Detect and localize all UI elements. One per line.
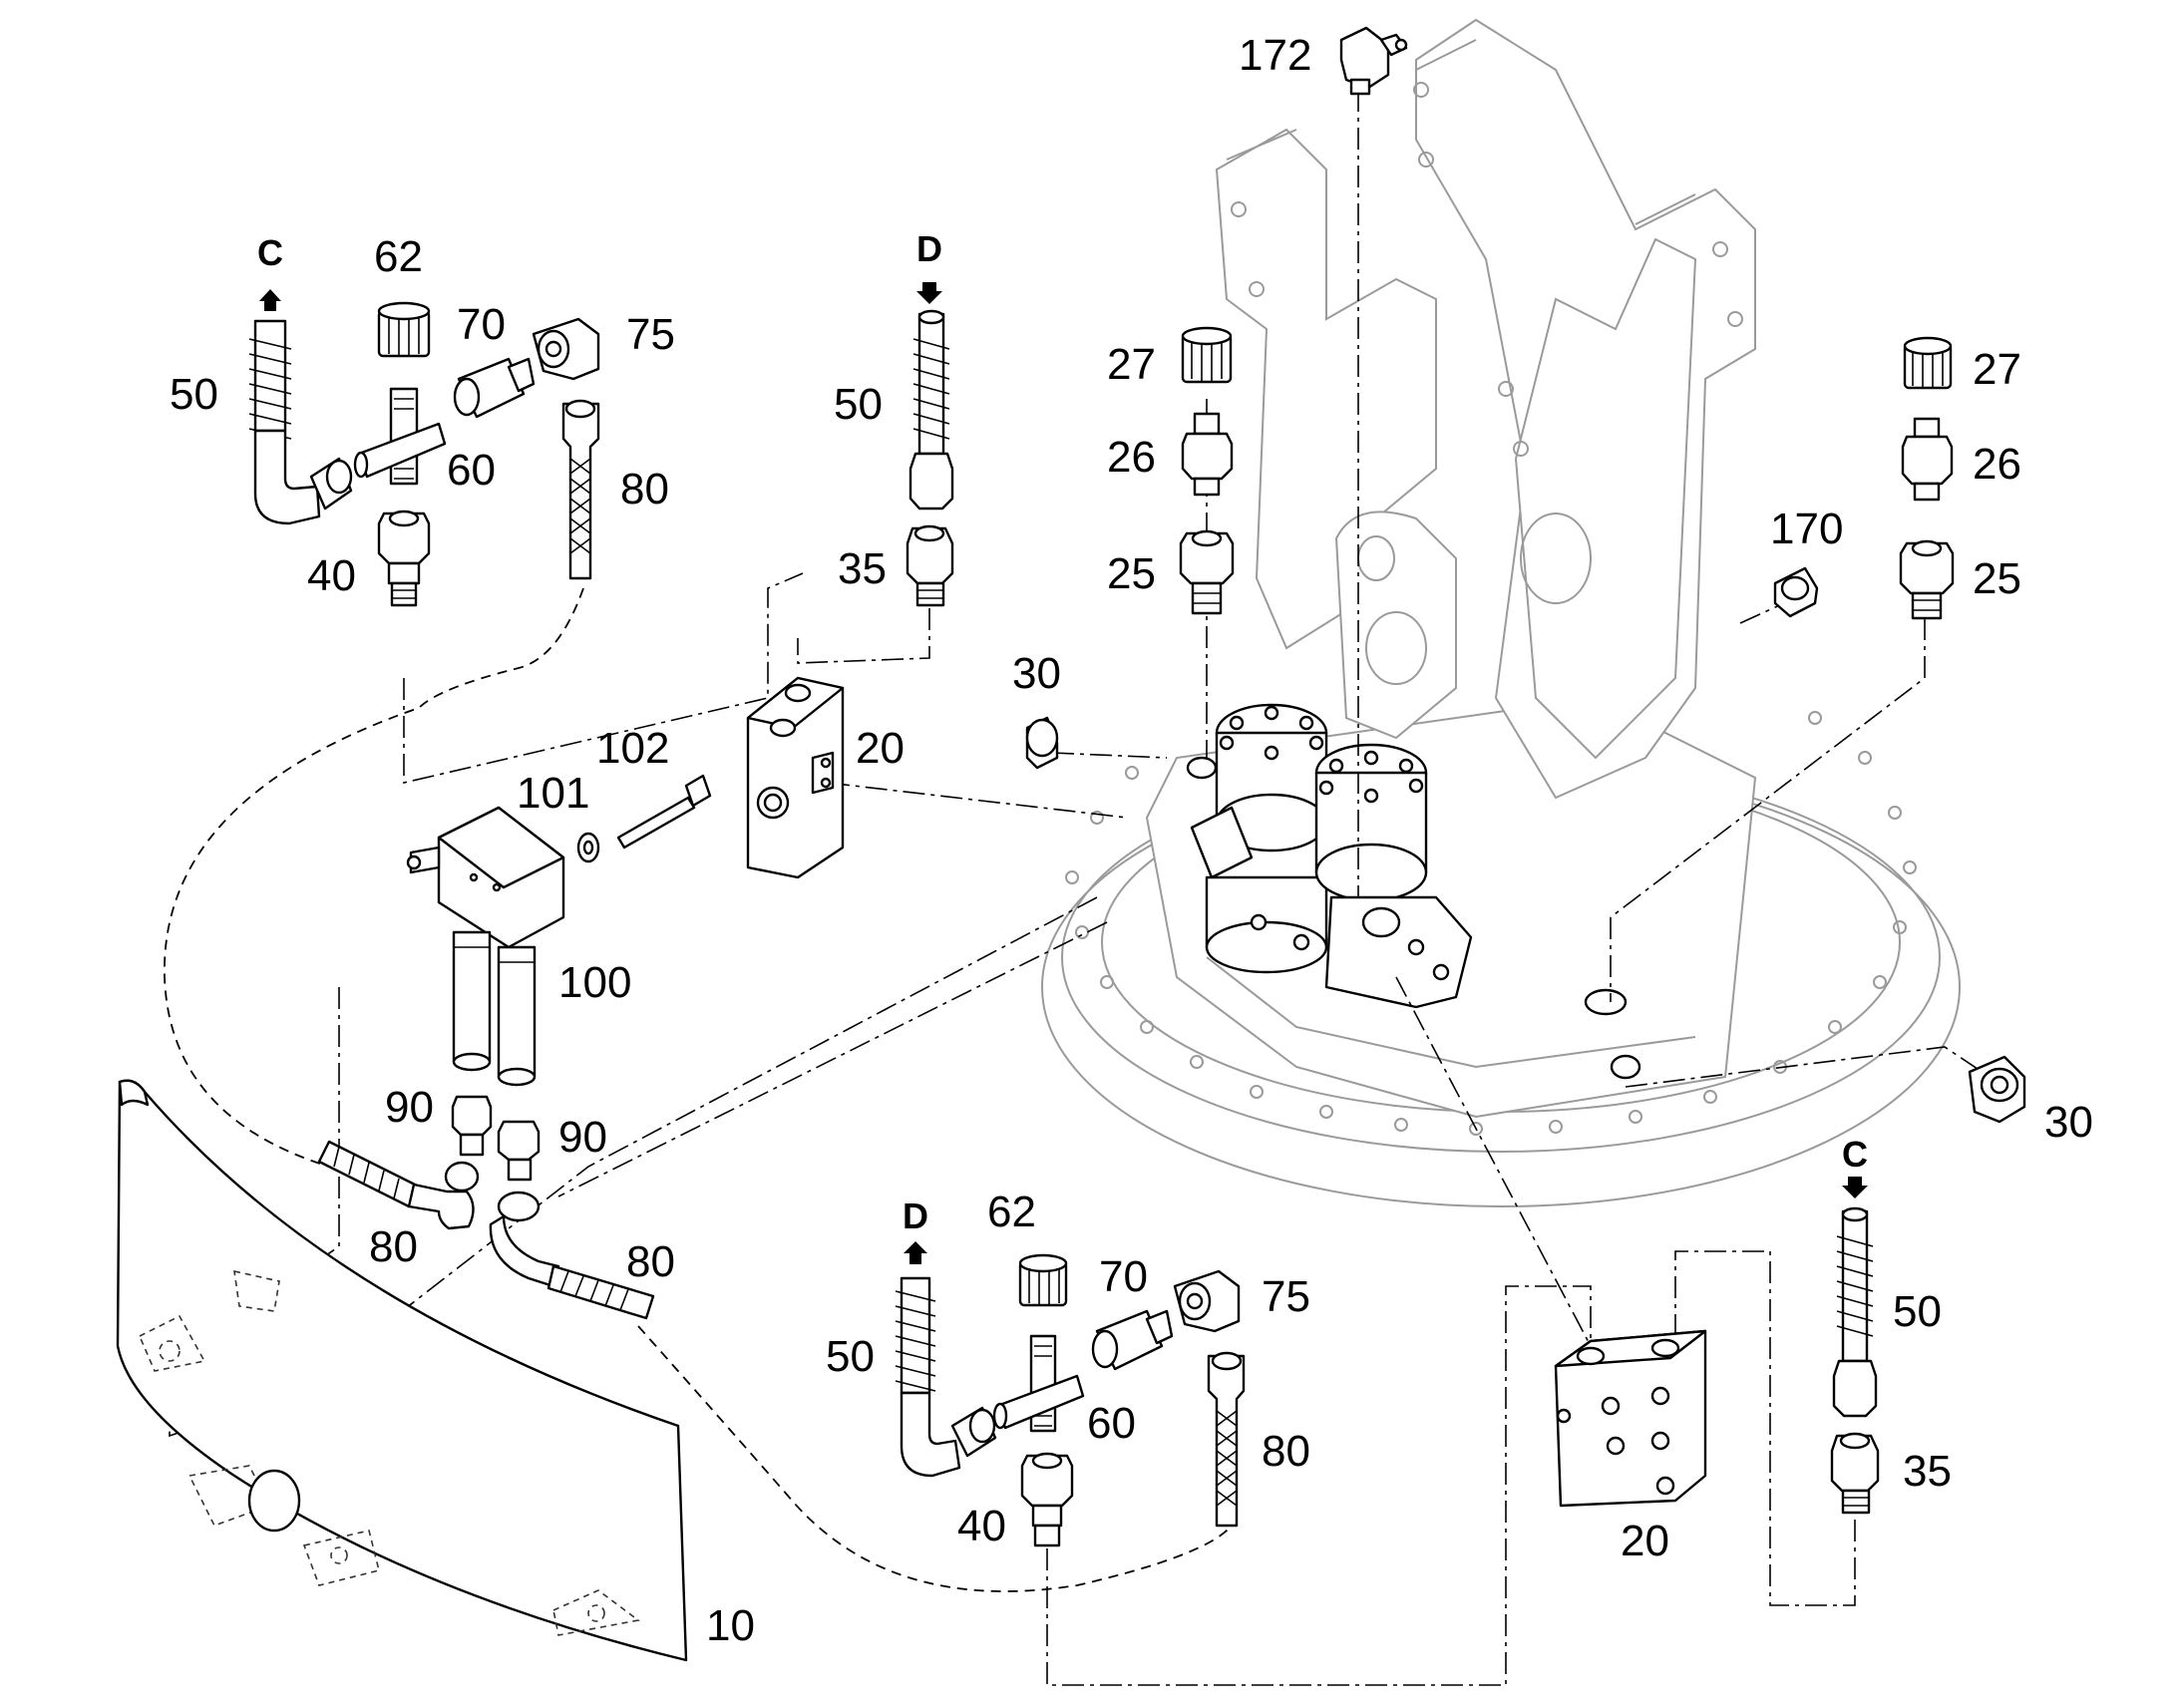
valve-block-20-bottom <box>1554 1329 1707 1508</box>
callout-80-left: 80 <box>369 1222 418 1271</box>
cap-27-mid <box>1181 326 1233 384</box>
fitting-25-right <box>1899 539 1955 620</box>
marker-c-bottom: C <box>1842 1134 1868 1175</box>
callout-70-bottom: 70 <box>1099 1252 1148 1301</box>
callout-80-right: 80 <box>626 1237 675 1286</box>
plug-30-right <box>1968 1055 2026 1124</box>
fitting-40-bottom <box>1020 1452 1074 1547</box>
callout-40-bottom: 40 <box>957 1502 1006 1550</box>
callout-102: 102 <box>596 724 669 773</box>
callout-25-right: 25 <box>1973 554 2021 603</box>
fitting-25-mid <box>1179 529 1235 615</box>
callout-35-mid: 35 <box>838 544 887 593</box>
callout-20-bottom: 20 <box>1621 1517 1669 1565</box>
arrow-up-icon <box>904 1241 927 1264</box>
callout-10: 10 <box>706 1601 755 1650</box>
callout-170: 170 <box>1770 505 1843 553</box>
boom-mount-frame <box>1215 18 1756 800</box>
plug-30-left <box>1025 716 1059 770</box>
callout-62-top: 62 <box>374 232 423 281</box>
callout-60-bottom: 60 <box>1087 1399 1136 1448</box>
swing-motors <box>1186 703 1641 1080</box>
cap-62-bottom <box>1018 1253 1068 1307</box>
callout-101: 101 <box>517 769 589 818</box>
fitting-26-mid <box>1181 412 1234 497</box>
hose-50-bottom-left <box>895 1276 997 1478</box>
hose-80-top <box>561 399 600 580</box>
connection-lines <box>164 90 1991 1686</box>
valve-block-20-mid <box>746 676 845 879</box>
callout-20-mid: 20 <box>856 724 905 773</box>
callout-80-top: 80 <box>620 465 669 513</box>
fitting-35-bottom-right <box>1830 1432 1880 1515</box>
hose-50-top-left <box>248 319 353 525</box>
flange-bolt-holes <box>1065 711 1917 1136</box>
arrow-up-icon <box>259 289 281 311</box>
callout-50-top-left: 50 <box>170 370 218 419</box>
callout-30-right: 30 <box>2044 1098 2093 1147</box>
fitting-40-top <box>377 510 431 607</box>
guard-plate-10 <box>116 1079 688 1662</box>
callout-27-mid: 27 <box>1107 340 1156 389</box>
cap-27-right <box>1903 336 1953 390</box>
callout-172: 172 <box>1239 31 1311 80</box>
grease-fitting-172 <box>1339 26 1408 96</box>
marker-d-bottom: D <box>903 1196 928 1236</box>
fitting-26-right <box>1901 417 1954 502</box>
hose-50-mid <box>908 309 954 511</box>
callout-75-bottom: 75 <box>1262 1272 1310 1321</box>
elbow-75-top <box>532 317 600 381</box>
motor-bolt-heads <box>1219 705 1450 981</box>
arrow-down-d-top <box>916 282 942 304</box>
fittings-90 <box>451 1095 541 1182</box>
tee-60-top <box>353 387 447 486</box>
arrow-down-c-bottom <box>1842 1177 1868 1198</box>
callout-80-bottom: 80 <box>1262 1427 1310 1476</box>
arrow-down-icon <box>1842 1177 1868 1198</box>
callout-50-bottom-right: 50 <box>1893 1287 1942 1336</box>
hose-50-bottom-right <box>1832 1206 1878 1418</box>
frame-holes <box>1231 82 1743 457</box>
arrow-down-icon <box>916 282 942 304</box>
callout-90-right: 90 <box>558 1113 607 1162</box>
callout-25-mid: 25 <box>1107 549 1156 598</box>
callout-75-top: 75 <box>626 310 675 359</box>
elbow-75-bottom <box>1173 1269 1241 1333</box>
cap-62-top <box>377 301 431 358</box>
washer-101 <box>576 832 600 863</box>
callout-100: 100 <box>558 958 631 1007</box>
callout-60-top: 60 <box>447 446 496 495</box>
hose-80-right <box>489 1191 655 1320</box>
marker-d-top: D <box>916 228 942 269</box>
callout-62-bottom: 62 <box>987 1188 1036 1236</box>
tee-60-bottom <box>992 1334 1085 1433</box>
callout-35-bottom-right: 35 <box>1903 1447 1952 1496</box>
callout-90-left: 90 <box>385 1083 434 1132</box>
hose-80-left <box>317 1140 480 1230</box>
fitting-35-mid <box>906 524 954 607</box>
callout-26-right: 26 <box>1973 440 2021 489</box>
hose-80-bottom <box>1207 1351 1246 1528</box>
marker-c-top: C <box>257 232 283 273</box>
arrow-up-c-top <box>259 289 281 311</box>
bolt-102 <box>616 774 712 850</box>
callout-50-bottom-left: 50 <box>826 1332 875 1381</box>
callout-26-mid: 26 <box>1107 433 1156 482</box>
callout-40-top: 40 <box>307 551 356 600</box>
slewing-ring-base <box>1041 696 1961 1207</box>
callout-70-top: 70 <box>457 300 506 349</box>
adapter-70-top <box>453 357 536 419</box>
callout-30-left: 30 <box>1012 649 1061 698</box>
arrow-up-d-bottom <box>904 1241 927 1264</box>
callout-27-right: 27 <box>1973 345 2021 394</box>
adapter-70-bottom <box>1091 1309 1174 1371</box>
plug-170 <box>1773 566 1819 618</box>
block-100 <box>406 806 565 1087</box>
callout-50-mid: 50 <box>834 380 883 429</box>
